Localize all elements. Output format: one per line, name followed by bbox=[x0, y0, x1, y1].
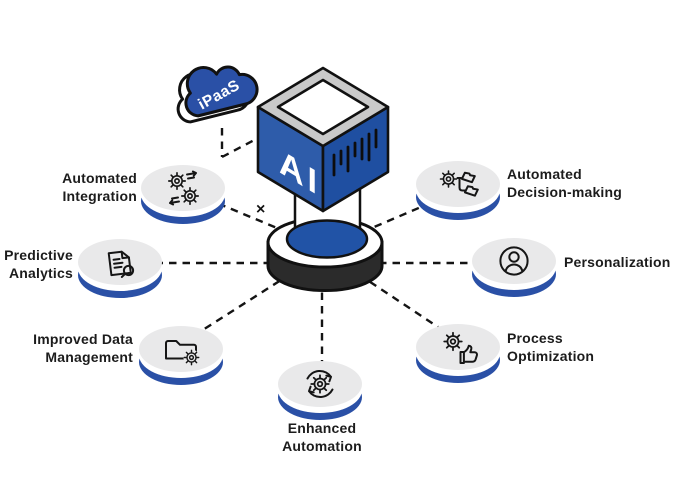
disc-face bbox=[139, 326, 223, 372]
disc-face bbox=[416, 161, 500, 207]
label-personalization: Personalization bbox=[564, 254, 671, 270]
disc-face bbox=[472, 238, 556, 284]
disc-face bbox=[278, 361, 362, 407]
multiply-mark: × bbox=[256, 201, 265, 218]
node-personalization bbox=[472, 238, 556, 298]
node-improved-data-management bbox=[139, 326, 223, 386]
node-predictive-analytics bbox=[78, 239, 162, 299]
connector-hub-automated-integration bbox=[204, 196, 326, 250]
connector-hub-improved-data-management bbox=[197, 250, 326, 335]
ai-cube: AI bbox=[256, 66, 390, 213]
ipaas-cloud: iPaaS bbox=[176, 65, 259, 124]
document-magnifier-icon bbox=[107, 250, 135, 278]
user-circle-icon bbox=[499, 246, 529, 276]
node-automated-integration bbox=[141, 165, 225, 225]
node-automated-decision-making bbox=[416, 161, 500, 221]
label-automated-decision-making: Automated Decision-making bbox=[507, 166, 623, 200]
connector-cloud-cube bbox=[221, 134, 263, 159]
node-enhanced-automation bbox=[278, 361, 362, 421]
label-predictive-analytics: Predictive Analytics bbox=[4, 247, 73, 281]
gear-thumbs-up-icon bbox=[443, 331, 479, 364]
disc-face bbox=[416, 324, 500, 370]
disc-face bbox=[141, 165, 225, 211]
disc-face bbox=[78, 239, 162, 285]
folder-gear-icon bbox=[165, 340, 200, 366]
label-automated-integration: Automated Integration bbox=[62, 170, 137, 204]
base-core bbox=[285, 219, 369, 259]
gear-refresh-icon bbox=[306, 370, 334, 398]
soundwave-bars-icon bbox=[332, 128, 378, 177]
gears-sync-icon bbox=[167, 170, 200, 206]
cloud-front bbox=[184, 65, 259, 118]
cube-top-opening bbox=[276, 78, 370, 136]
label-improved-data-management: Improved Data Management bbox=[33, 331, 133, 365]
node-process-optimization bbox=[416, 324, 500, 384]
label-enhanced-automation: Enhanced Automation bbox=[282, 420, 362, 454]
connector-hub-process-optimization bbox=[324, 251, 439, 328]
label-process-optimization: Process Optimization bbox=[507, 330, 595, 364]
gear-decision-flow-icon bbox=[439, 170, 479, 197]
